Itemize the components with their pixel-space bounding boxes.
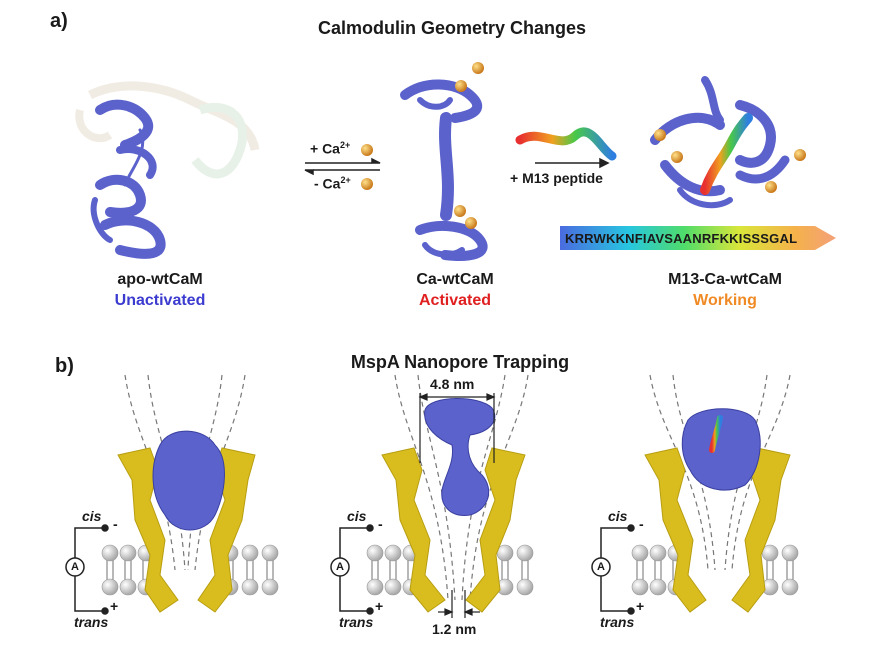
circuit-wire bbox=[339, 576, 370, 612]
peptide-sequence: KRRWKKNFIAVSAANRFKKISSSGAL bbox=[565, 231, 798, 246]
calcium-ion-icon bbox=[361, 178, 373, 190]
panel-a-label: a) bbox=[50, 10, 68, 32]
trans-label-3: trans bbox=[600, 614, 635, 630]
dimension-lines bbox=[418, 393, 496, 618]
add-calcium-label: + Ca2+ bbox=[310, 140, 351, 157]
trapped-protein-surfaces bbox=[152, 398, 761, 531]
circuit bbox=[591, 524, 635, 615]
state-name-apo: apo-wtCaM bbox=[117, 271, 203, 288]
electrode-icon bbox=[101, 524, 109, 532]
lipid-head bbox=[384, 578, 402, 596]
ammeter-icon bbox=[591, 557, 611, 577]
electrode-icon bbox=[627, 524, 635, 532]
circuit-wire bbox=[74, 527, 105, 558]
lipid-head bbox=[781, 544, 799, 562]
cis-label-3: cis bbox=[608, 508, 628, 524]
lipid-head bbox=[516, 578, 534, 596]
trapped-peptide-helix bbox=[709, 415, 723, 453]
ammeter-icon bbox=[65, 557, 85, 577]
ammeter-icon bbox=[330, 557, 350, 577]
remove-calcium-label: - Ca2+ bbox=[314, 175, 351, 192]
cis-label-2: cis bbox=[347, 508, 367, 524]
measurement-circuits bbox=[65, 524, 635, 615]
peptide-arrow bbox=[535, 157, 610, 169]
lipid-head bbox=[101, 578, 119, 596]
calcium-ion-icon bbox=[654, 129, 666, 141]
ca-wtcam-structure bbox=[400, 79, 488, 261]
width-top-label: 4.8 nm bbox=[430, 376, 475, 392]
electrode-icon bbox=[366, 607, 374, 615]
state-status-m13: Working bbox=[693, 292, 757, 309]
sequence-arrow-bar bbox=[560, 226, 836, 250]
apo-wtcam-structure bbox=[90, 99, 166, 259]
electrode-icon bbox=[366, 524, 374, 532]
ammeter-label-1: A bbox=[71, 561, 79, 573]
circuit-wire bbox=[74, 576, 105, 612]
state-status-apo: Unactivated bbox=[114, 292, 206, 309]
circuit-wire bbox=[339, 527, 370, 558]
plus-label-2: + bbox=[375, 598, 384, 614]
field-lines bbox=[124, 374, 791, 601]
lipid-head bbox=[261, 544, 279, 562]
lipid-head bbox=[241, 544, 259, 562]
lipid-head bbox=[631, 578, 649, 596]
lipid-head bbox=[649, 578, 667, 596]
lipid-head bbox=[516, 544, 534, 562]
m13-peptide-label: + M13 peptide bbox=[510, 170, 603, 186]
panel-b-title: MspA Nanopore Trapping bbox=[350, 352, 570, 372]
calcium-ion-icon bbox=[472, 62, 484, 74]
circuit bbox=[330, 524, 374, 615]
trans-label-2: trans bbox=[339, 614, 374, 630]
ammeter-label-2: A bbox=[336, 561, 344, 573]
calcium-ion-icon bbox=[454, 205, 466, 217]
equilibrium-arrows bbox=[304, 157, 381, 176]
minus-label-2: - bbox=[378, 516, 383, 532]
lipid-head bbox=[384, 544, 402, 562]
lipid-head bbox=[631, 544, 649, 562]
minus-label-3: - bbox=[639, 516, 644, 532]
plus-label-1: + bbox=[110, 598, 119, 614]
mspa-pores bbox=[117, 447, 791, 613]
width-bottom-label: 1.2 nm bbox=[432, 621, 477, 637]
lipid-head bbox=[241, 578, 259, 596]
state-status-ca: Activated bbox=[418, 292, 492, 309]
panel-a-title: Calmodulin Geometry Changes bbox=[317, 18, 587, 38]
state-name-ca: Ca-wtCaM bbox=[416, 271, 494, 288]
cis-label-1: cis bbox=[82, 508, 102, 524]
calcium-ion-icon bbox=[765, 181, 777, 193]
lipid-head bbox=[261, 578, 279, 596]
circuit-wire bbox=[600, 576, 631, 612]
calcium-ion-icon bbox=[794, 149, 806, 161]
calcium-ion-icon bbox=[361, 144, 373, 156]
m13-peptide-helix bbox=[515, 127, 617, 161]
lipid-head bbox=[649, 544, 667, 562]
lipid-head bbox=[119, 544, 137, 562]
trans-label-1: trans bbox=[74, 614, 109, 630]
calcium-ion-icon bbox=[455, 80, 467, 92]
lipid-head bbox=[781, 578, 799, 596]
lipid-head bbox=[366, 578, 384, 596]
calcium-ion-icon bbox=[465, 217, 477, 229]
electrode-icon bbox=[101, 607, 109, 615]
ammeter-label-3: A bbox=[597, 561, 605, 573]
lipid-head bbox=[366, 544, 384, 562]
circuit-wire bbox=[600, 527, 631, 558]
bound-peptide-helix bbox=[700, 113, 753, 195]
circuit bbox=[65, 524, 109, 615]
electrode-icon bbox=[627, 607, 635, 615]
calcium-ion-icon bbox=[671, 151, 683, 163]
panel-b-label: b) bbox=[55, 355, 74, 377]
lipid-head bbox=[119, 578, 137, 596]
state-name-m13: M13-Ca-wtCaM bbox=[668, 271, 782, 288]
minus-label-1: - bbox=[113, 516, 118, 532]
apo-background-ribbon bbox=[75, 81, 260, 179]
lipid-head bbox=[101, 544, 119, 562]
plus-label-3: + bbox=[636, 598, 645, 614]
